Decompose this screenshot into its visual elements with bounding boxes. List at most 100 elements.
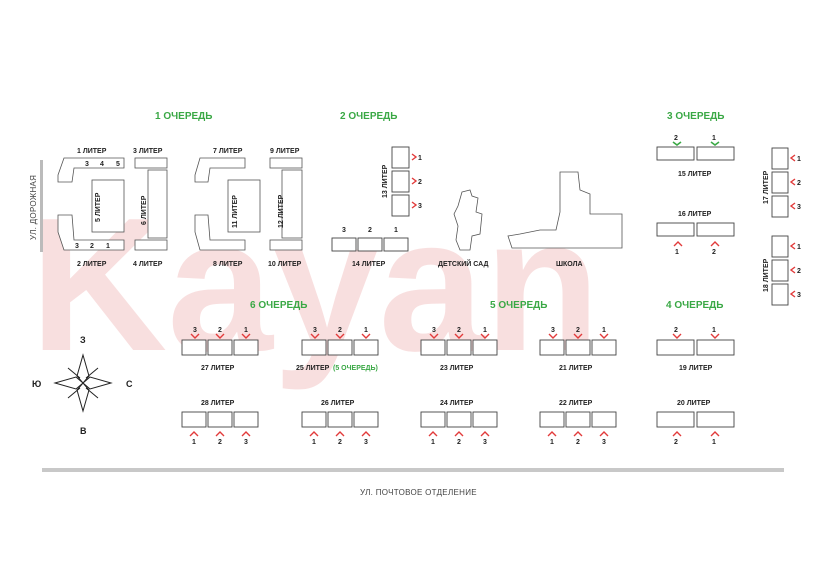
compass-e-label: С	[126, 379, 133, 389]
liter-26-section	[301, 411, 327, 428]
section-number: 3	[797, 204, 801, 211]
liter-27-section	[207, 339, 233, 356]
section-number: 1	[364, 327, 368, 334]
school-label: ШКОЛА	[556, 261, 583, 268]
entrance-arrow-icon	[411, 153, 418, 161]
liter-6-block: 6 ЛИТЕР	[141, 169, 168, 239]
liter-16-label: 16 ЛИТЕР	[678, 211, 712, 218]
liter-27-section	[233, 339, 259, 356]
section-number: 2	[368, 227, 372, 234]
liter-21-section	[565, 339, 591, 356]
section-number: 2	[218, 439, 222, 446]
liter-24-section	[446, 411, 472, 428]
section-number: 1	[797, 156, 801, 163]
compass-w-label: Ю	[32, 379, 41, 389]
liter-24-section	[420, 411, 446, 428]
entrance-arrow-icon	[454, 333, 464, 339]
entrance-arrow-icon	[789, 242, 796, 250]
liter-5-block: 5 ЛИТЕР	[91, 179, 125, 233]
section-number: 5	[116, 161, 120, 168]
kindergarten-building	[453, 189, 483, 251]
liter-22-label: 22 ЛИТЕР	[559, 400, 593, 407]
entrance-arrow-icon	[335, 431, 345, 437]
section-number: 1	[602, 327, 606, 334]
kindergarten-block: ДЕТСКИЙ САД	[438, 189, 488, 268]
liter-19-section	[656, 339, 695, 356]
liter-18-section	[771, 283, 789, 306]
liter-23-section	[472, 339, 498, 356]
liter-26-section	[327, 411, 353, 428]
liter-24-block: 24 ЛИТЕР 1 2 3	[420, 400, 498, 446]
liter-18-label: 18 ЛИТЕР	[763, 258, 770, 292]
liter-17-section	[771, 195, 789, 218]
liter-21-label: 21 ЛИТЕР	[559, 365, 593, 372]
liter-26-label: 26 ЛИТЕР	[321, 400, 355, 407]
entrance-arrow-icon	[710, 333, 720, 339]
entrance-arrow-icon	[672, 333, 682, 339]
street-pochtovoe-line	[42, 468, 784, 472]
liter-7-block: 7 ЛИТЕР	[194, 148, 246, 183]
liter-25-section	[327, 339, 353, 356]
section-number: 2	[418, 179, 422, 186]
entrance-arrow-icon	[189, 431, 199, 437]
entrance-arrow-icon	[215, 333, 225, 339]
liter-18-section	[771, 259, 789, 282]
section-number: 3	[85, 161, 89, 168]
entrance-arrow-icon	[480, 431, 490, 437]
watermark-text: Kayan	[30, 179, 600, 391]
section-number: 3	[244, 439, 248, 446]
liter-20-section	[656, 411, 695, 428]
liter-18-block: 1 2 3 18 ЛИТЕР	[763, 235, 801, 306]
liter-20-section	[696, 411, 735, 428]
section-number: 2	[90, 243, 94, 250]
section-number: 1	[712, 135, 716, 142]
section-number: 3	[342, 227, 346, 234]
liter-20-block: 20 ЛИТЕР 2 1	[656, 400, 735, 446]
liter-6-building	[147, 169, 168, 239]
liter-15-block: 2 1 15 ЛИТЕР	[656, 135, 735, 178]
liter-25-queue-note: (5 ОЧЕРЕДЬ)	[333, 365, 378, 372]
street-dorozhnaya-line	[40, 160, 43, 252]
liter-1-building	[57, 157, 125, 183]
liter-22-section	[565, 411, 591, 428]
entrance-arrow-icon	[428, 431, 438, 437]
section-number: 2	[797, 268, 801, 275]
entrance-arrow-icon	[548, 333, 558, 339]
entrance-arrow-icon	[547, 431, 557, 437]
section-number: 2	[457, 439, 461, 446]
liter-19-block: 2 1 19 ЛИТЕР	[656, 327, 735, 372]
liter-16-section	[696, 222, 735, 237]
liter-22-block: 22 ЛИТЕР 1 2 3	[539, 400, 617, 446]
section-number: 3	[602, 439, 606, 446]
section-number: 3	[418, 203, 422, 210]
liter-16-block: 16 ЛИТЕР 1 2	[656, 211, 735, 256]
section-number: 1	[106, 243, 110, 250]
section-number: 2	[576, 327, 580, 334]
entrance-arrow-icon	[789, 266, 796, 274]
liter-14-section	[357, 237, 383, 252]
queue-5-label: 5 ОЧЕРЕДЬ	[490, 300, 547, 311]
liter-4-label: 4 ЛИТЕР	[133, 261, 163, 268]
section-number: 1	[244, 327, 248, 334]
liter-3-building	[134, 157, 168, 169]
entrance-arrow-icon	[710, 431, 720, 437]
liter-23-section	[420, 339, 446, 356]
liter-28-section	[181, 411, 207, 428]
section-number: 2	[338, 439, 342, 446]
liter-21-section	[539, 339, 565, 356]
entrance-arrow-icon	[335, 333, 345, 339]
entrance-arrow-icon	[215, 431, 225, 437]
liter-6-label: 6 ЛИТЕР	[141, 195, 148, 225]
liter-9-block: 9 ЛИТЕР	[269, 148, 303, 169]
liter-11-label: 11 ЛИТЕР	[232, 195, 239, 228]
liter-28-label: 28 ЛИТЕР	[201, 400, 235, 407]
entrance-arrow-icon	[672, 431, 682, 437]
liter-23-block: 3 2 1 23 ЛИТЕР	[420, 327, 498, 372]
section-number: 2	[674, 135, 678, 142]
liter-12-block: 12 ЛИТЕР	[278, 169, 303, 239]
queue-2-label: 2 ОЧЕРЕДЬ	[340, 111, 397, 122]
queue-1-label: 1 ОЧЕРЕДЬ	[155, 111, 212, 122]
queue-6-label: 6 ОЧЕРЕДЬ	[250, 300, 307, 311]
entrance-arrow-icon	[789, 290, 796, 298]
